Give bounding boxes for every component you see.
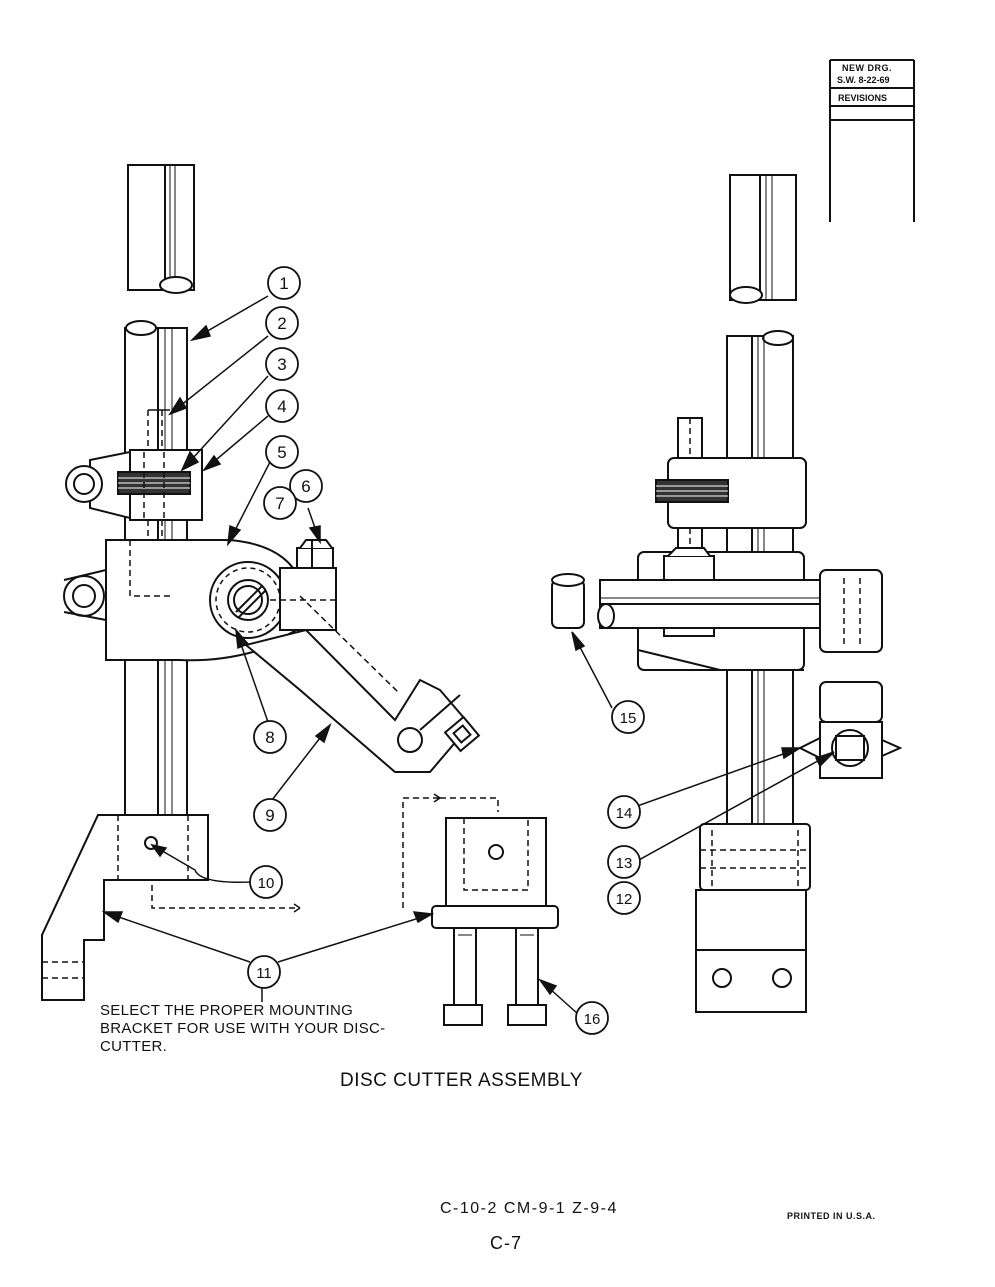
right-assembly [551,174,903,1013]
callout-8: 8 [265,728,274,747]
left-upper-column [127,164,195,294]
callout-6: 6 [301,477,310,496]
note-line-1: SELECT THE PROPER MOUNTING [100,1002,354,1019]
left-assembly [41,164,499,1001]
note-line-2: BRACKET FOR USE WITH YOUR DISC- [100,1020,386,1037]
cap-screw-nut [270,539,337,631]
callout-16: 16 [584,1011,601,1028]
callout-14: 14 [616,805,633,822]
callout-13: 13 [616,855,633,872]
callout-circles [247,266,645,1035]
revision-date: S.W. 8-22-69 [837,75,890,85]
callout-1: 1 [279,274,288,293]
callout-5: 5 [277,443,286,462]
drawing-title: DISC CUTTER ASSEMBLY [340,1070,583,1091]
upper-clamp-block [65,449,203,521]
callout-10: 10 [258,875,275,892]
alternate-bracket [431,817,559,1026]
drawing-codes: C-10-2 CM-9-1 Z-9-4 [440,1200,618,1217]
revision-block [829,59,915,222]
callout-12: 12 [616,891,633,908]
page-number: C-7 [490,1233,523,1253]
assembly-path [151,793,499,913]
note-line-3: CUTTER. [100,1038,168,1055]
callout-11: 11 [256,965,272,982]
right-upper-column [729,174,797,304]
mounting-bracket-left [41,814,209,1001]
callout-4: 4 [277,397,286,416]
revision-label: REVISIONS [838,93,888,103]
callout-2: 2 [277,314,286,333]
callout-9: 9 [265,806,274,825]
callout-7: 7 [275,494,284,513]
callout-3: 3 [277,355,286,374]
revision-new-drawing: NEW DRG. [842,63,892,73]
callout-15: 15 [620,710,637,727]
printed-notice: PRINTED IN U.S.A. [787,1211,876,1221]
callout-numbers: 1 2 3 4 5 6 7 8 9 10 11 12 13 14 15 16 [256,274,636,1028]
cutter-arm [243,595,481,773]
lower-clamp-arm [63,539,301,662]
